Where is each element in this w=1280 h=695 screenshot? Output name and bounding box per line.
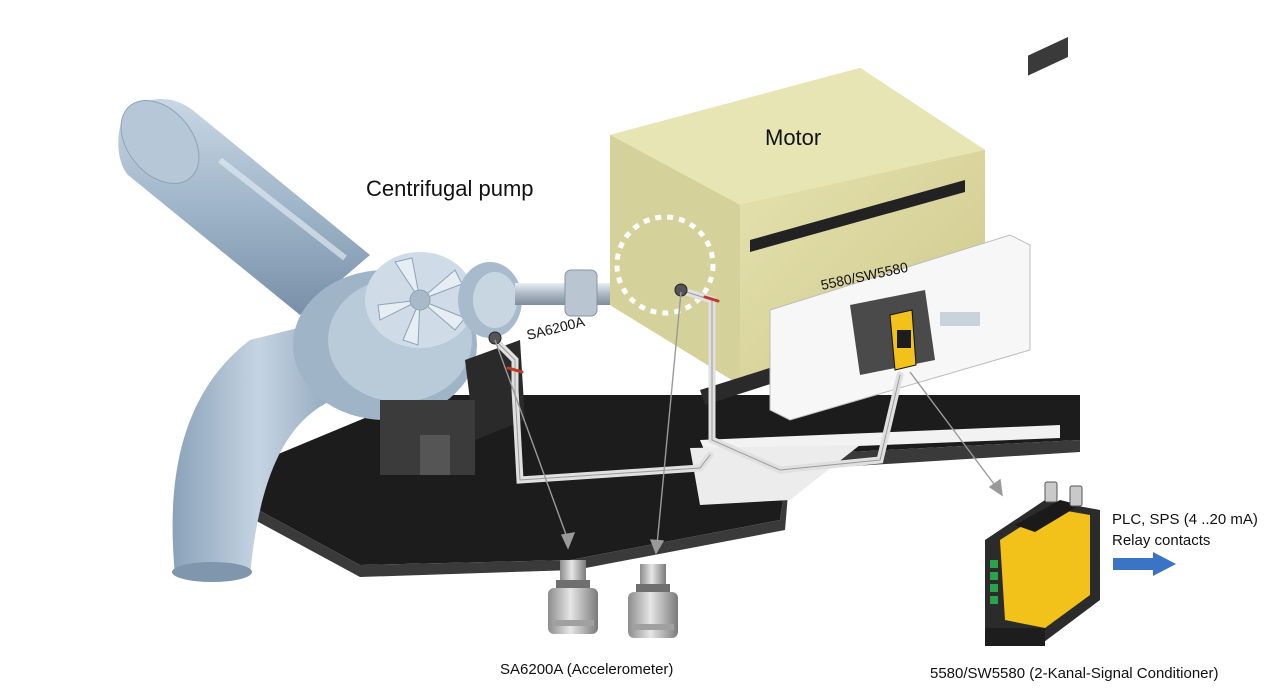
outputs-line-1: PLC, SPS (4 ..20 mA) [1112,511,1258,528]
leader-lines [494,291,1003,555]
impeller [377,257,466,346]
conditioner-mount [769,234,1031,421]
sensor-point-pump [488,331,502,345]
centrifugal-pump [293,252,525,475]
conditioner-caption: 5580/SW5580 (2-Kanal-Signal Conditioner) [930,665,1219,682]
accelerometer-1 [548,560,598,634]
discharge-elbow [172,320,345,582]
arrow-right-icon [1113,552,1176,576]
outputs-line-2: Relay contacts [1112,532,1210,549]
pump-label: Centrifugal pump [366,176,534,201]
sensor-tag-label: SA6200A [525,313,587,343]
base-frame [240,395,1080,577]
accelerometer-2 [628,564,678,638]
motor-label: Motor [765,125,821,150]
accelerometer-caption: SA6200A (Accelerometer) [500,661,673,678]
suction-pipe [118,98,370,315]
sensor-cables [491,286,904,484]
signal-conditioner-device [985,36,1100,646]
